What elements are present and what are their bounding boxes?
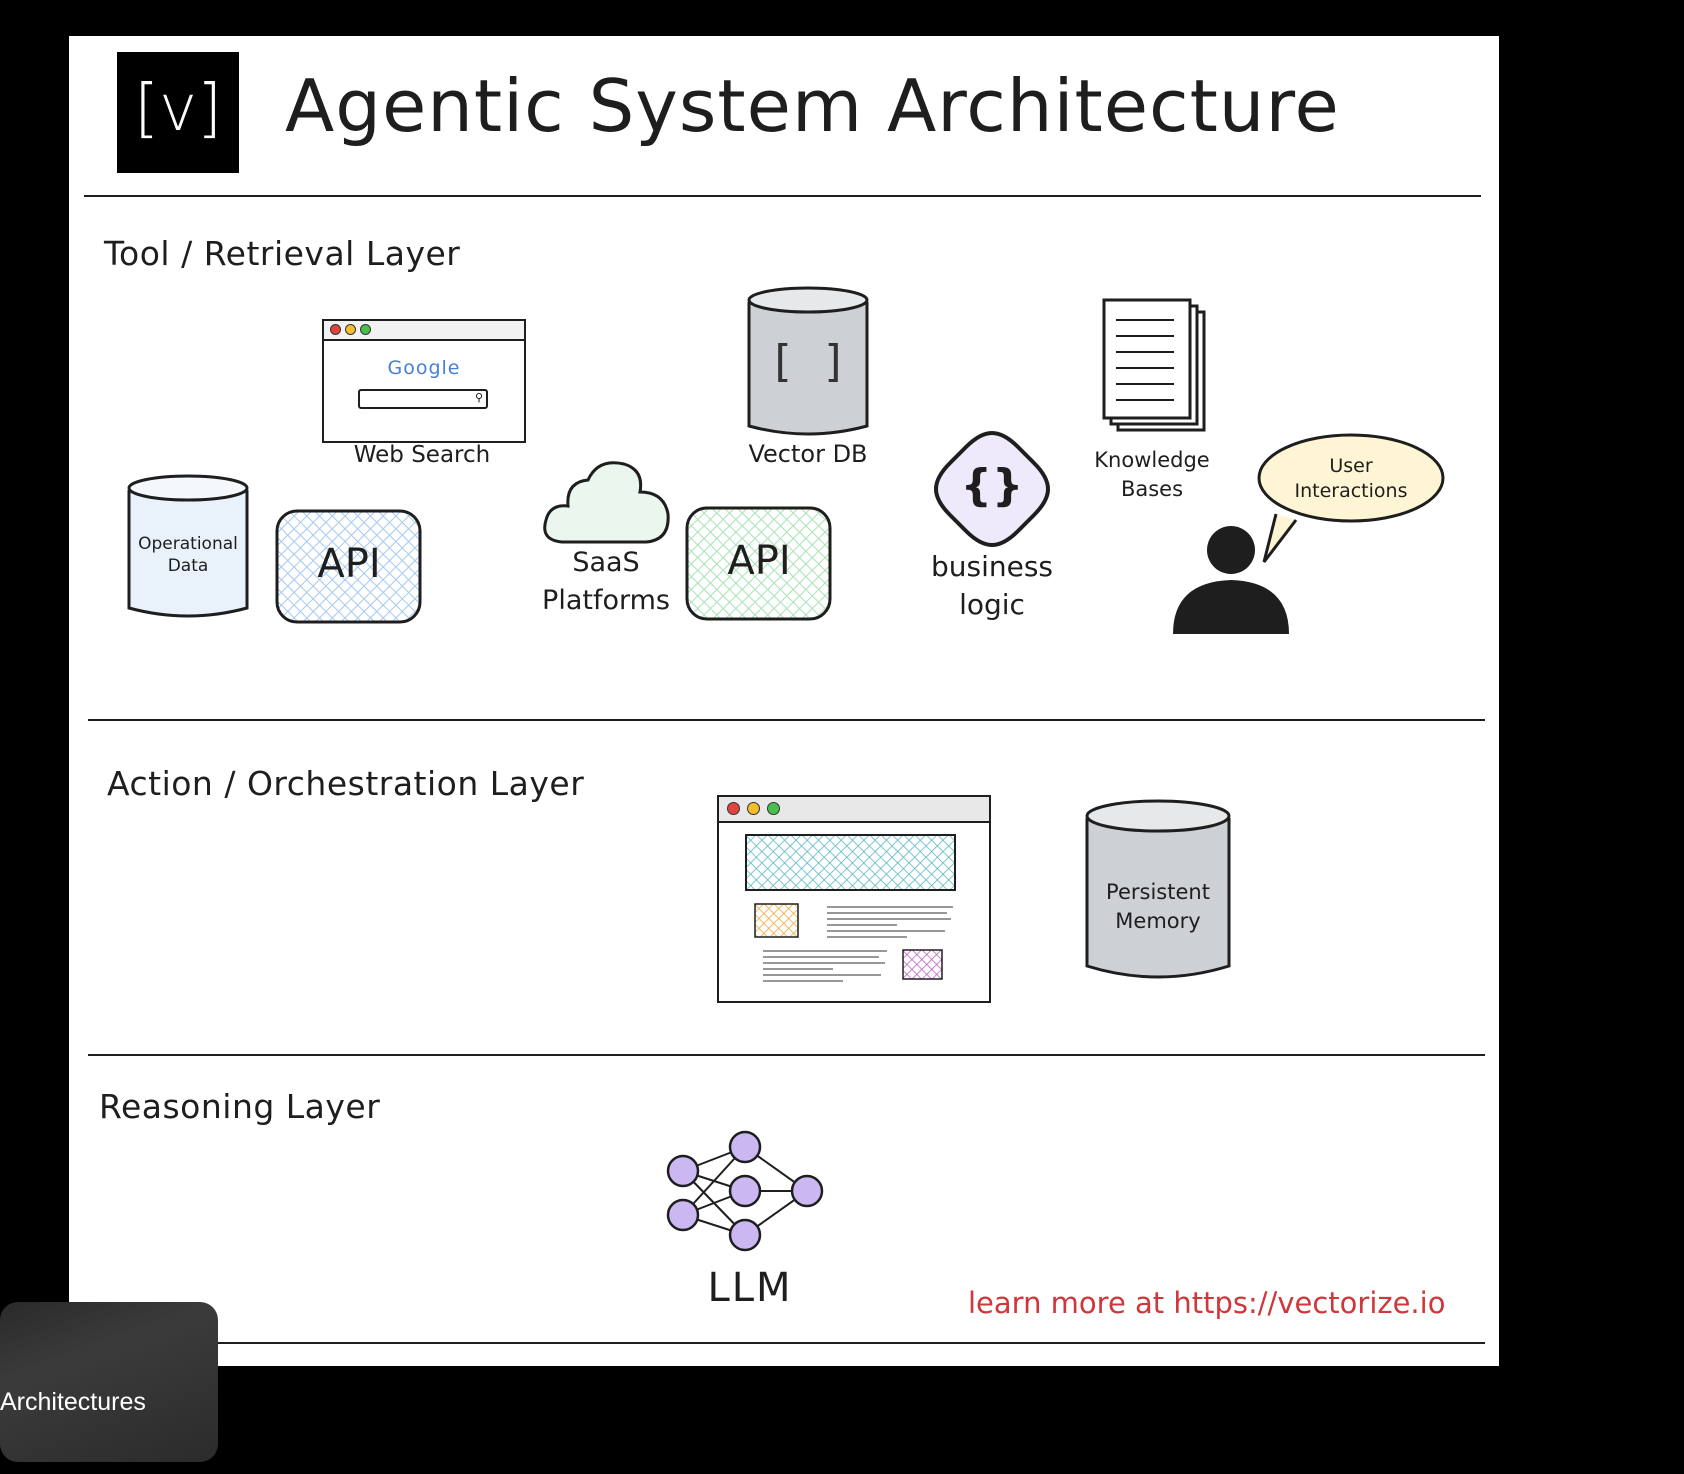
window-text-lines-bottom: [763, 950, 887, 982]
knowledge-bases-documents: [1102, 298, 1206, 432]
saas-label: SaaS Platforms: [521, 544, 691, 620]
search-box: ⚲: [358, 389, 488, 409]
close-dot-icon: [727, 802, 740, 815]
knowledge-bases-label: Knowledge Bases: [1077, 446, 1227, 504]
search-icon: ⚲: [474, 391, 483, 404]
saas-cloud-icon: [543, 461, 670, 544]
api-right-box: [685, 506, 832, 621]
api-left-box: [275, 509, 422, 624]
diagram-canvas: [v] Agentic System Architecture Tool / R…: [69, 36, 1499, 1366]
caption-text: Architectures: [0, 1388, 146, 1416]
business-label-line2: logic: [959, 588, 1025, 621]
user-label-line2: Interactions: [1294, 480, 1408, 502]
vectorize-logo: [v]: [117, 52, 239, 173]
llm-label: LLM: [707, 1265, 793, 1311]
api-left-label: API: [317, 541, 381, 587]
operational-label-line2: Data: [167, 556, 209, 576]
window-image-orange: [754, 903, 799, 938]
window-text-lines-top: [827, 906, 953, 938]
window-titlebar: [719, 797, 989, 823]
braces-icon: {}: [960, 460, 1024, 511]
operational-data-cylinder: [127, 474, 249, 618]
window-hero-banner: [745, 834, 956, 891]
operational-label-line1: Operational: [138, 534, 238, 554]
caption-chip: Architectures: [0, 1302, 218, 1462]
speech-bubble: [1257, 433, 1445, 563]
business-label-line1: business: [930, 550, 1054, 583]
header-divider: [84, 195, 1481, 197]
persistent-label-line1: Persistent: [1106, 880, 1210, 904]
bottom-divider: [88, 1342, 1485, 1344]
business-logic-badge: [933, 430, 1051, 548]
api-right-label: API: [727, 538, 791, 584]
web-search-label: Web Search: [353, 442, 491, 468]
knowledge-label-line2: Bases: [1120, 477, 1184, 501]
minimize-dot-icon: [747, 802, 760, 815]
business-logic-label: business logic: [912, 548, 1072, 624]
tool-layer-divider: [88, 719, 1485, 721]
user-avatar-icon: [1173, 526, 1289, 634]
action-layer-title: Action / Orchestration Layer: [107, 764, 585, 803]
saas-label-line2: Platforms: [542, 585, 670, 616]
window-image-purple: [902, 949, 943, 980]
web-search-window: Google ⚲: [322, 319, 526, 443]
tool-layer-title: Tool / Retrieval Layer: [104, 234, 461, 273]
reasoning-layer-title: Reasoning Layer: [99, 1087, 381, 1126]
maximize-dot-icon: [360, 324, 371, 335]
action-layer-divider: [88, 1054, 1485, 1056]
maximize-dot-icon: [767, 802, 780, 815]
persistent-memory-label: Persistent Memory: [1084, 878, 1232, 936]
vector-db-cylinder: [747, 286, 869, 436]
page-title: Agentic System Architecture: [285, 64, 1340, 148]
user-label-line1: User: [1329, 455, 1373, 477]
user-interactions-label: User Interactions: [1261, 454, 1441, 504]
logo-text: [v]: [134, 72, 222, 146]
neural-network-icon: [666, 1130, 824, 1252]
learn-more-link[interactable]: learn more at https://vectorize.io: [968, 1286, 1446, 1320]
knowledge-label-line1: Knowledge: [1094, 448, 1210, 472]
saas-label-line1: SaaS: [572, 547, 640, 578]
close-dot-icon: [330, 324, 341, 335]
browser-titlebar: [324, 321, 524, 341]
persistent-label-line2: Memory: [1115, 909, 1201, 933]
vector-db-label: Vector DB: [748, 440, 868, 468]
minimize-dot-icon: [345, 324, 356, 335]
orchestration-window: [717, 795, 991, 1003]
vector-db-symbol: [ ]: [768, 336, 848, 387]
operational-data-label: Operational Data: [126, 533, 250, 577]
google-logo: Google: [387, 357, 461, 379]
persistent-memory-cylinder: [1085, 799, 1231, 979]
